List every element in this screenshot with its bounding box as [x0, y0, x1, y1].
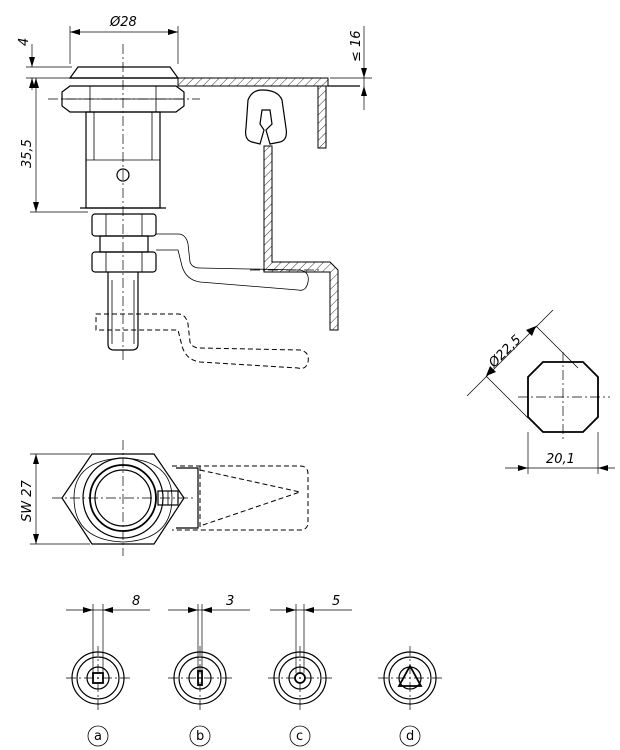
dim-insert-c: 5: [332, 594, 340, 609]
panel-cutout-view: Ø22,5 20,1: [466, 309, 615, 474]
dim-top-thickness: 4: [17, 38, 32, 46]
insert-d-label: d: [406, 729, 414, 744]
insert-b: 3 b: [168, 594, 250, 747]
cam-lever-open: [95, 313, 309, 369]
insert-d: d: [378, 646, 442, 747]
lower-nut-1: [91, 213, 157, 237]
top-view-cam: [172, 465, 309, 531]
cam-lever-closed: [156, 233, 309, 291]
dim-cutout-diameter: Ø22,5: [486, 333, 525, 372]
insert-c: 5 c: [268, 594, 352, 747]
frame-section: [263, 145, 339, 331]
seal-profile: [245, 89, 287, 145]
lower-nut-2: [91, 251, 157, 273]
insert-a: 8 a: [66, 594, 150, 747]
top-view: SW 27: [20, 440, 309, 556]
dim-head-diameter: Ø28: [109, 15, 137, 30]
side-view-dimensions: Ø28 4 35,5 ≤ 16: [17, 15, 372, 213]
cutout-outline: [527, 361, 599, 433]
dim-wrench-size: SW 27: [20, 479, 35, 522]
insert-b-label: b: [196, 729, 204, 744]
lock-head: [68, 66, 180, 79]
dim-cutout-width: 20,1: [546, 452, 575, 467]
dim-insert-b: 3: [226, 594, 234, 609]
dim-insert-a: 8: [132, 594, 140, 609]
side-view: [48, 44, 360, 369]
panel-sheet: [177, 77, 329, 87]
insert-a-label: a: [94, 729, 102, 744]
upper-nut: [61, 85, 185, 113]
dim-max-panel: ≤ 16: [349, 30, 364, 62]
dim-body-length: 35,5: [20, 139, 35, 168]
insert-c-label: c: [296, 729, 303, 744]
